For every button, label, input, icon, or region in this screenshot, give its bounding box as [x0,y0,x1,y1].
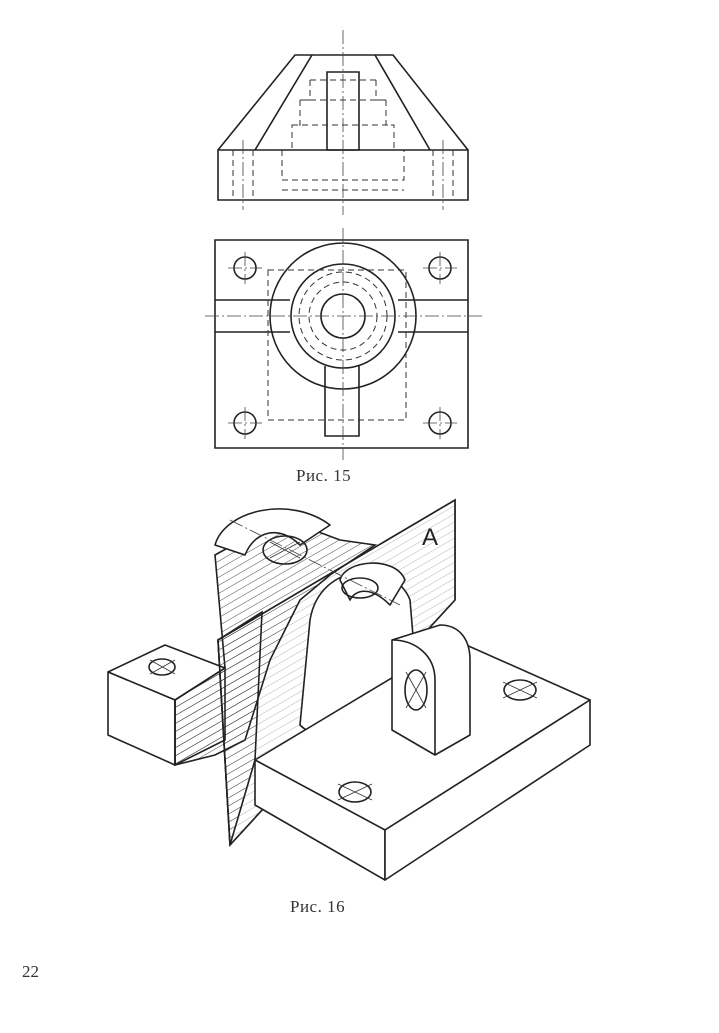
page-number: 22 [22,962,39,981]
figure-15-orthographic-views: .ol { stroke:#222; stroke-width:1.6; fil… [0,0,719,470]
front-view [218,30,468,215]
section-plane-label: А [422,524,438,551]
top-view [205,228,482,460]
figure-15-caption: Рис. 15 [296,466,352,485]
figure-16-isometric-section: .o { stroke:#222; stroke-width:1.6; fill… [0,0,719,900]
figure-16-caption: Рис. 16 [290,897,346,916]
lug [392,625,470,755]
